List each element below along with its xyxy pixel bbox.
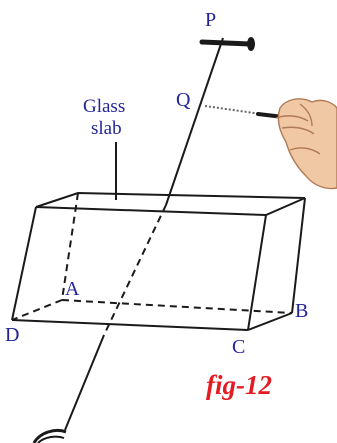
glass-slab bbox=[11, 191, 306, 331]
pin-icon bbox=[199, 37, 255, 51]
hand-icon bbox=[275, 98, 337, 190]
label-c: C bbox=[232, 336, 245, 358]
label-a: A bbox=[65, 278, 80, 300]
eye-icon bbox=[32, 428, 67, 443]
label-b: B bbox=[295, 300, 308, 322]
label-q: Q bbox=[176, 89, 191, 111]
incident-ray bbox=[165, 37, 224, 206]
annotation-line-1: Glass bbox=[83, 96, 125, 117]
emergent-ray bbox=[64, 334, 105, 431]
annotation-line-2: slab bbox=[91, 118, 122, 139]
figure-caption: fig-12 bbox=[206, 370, 272, 400]
ray-inside-slab bbox=[103, 204, 167, 336]
label-p: P bbox=[205, 9, 216, 31]
label-d: D bbox=[5, 324, 19, 346]
